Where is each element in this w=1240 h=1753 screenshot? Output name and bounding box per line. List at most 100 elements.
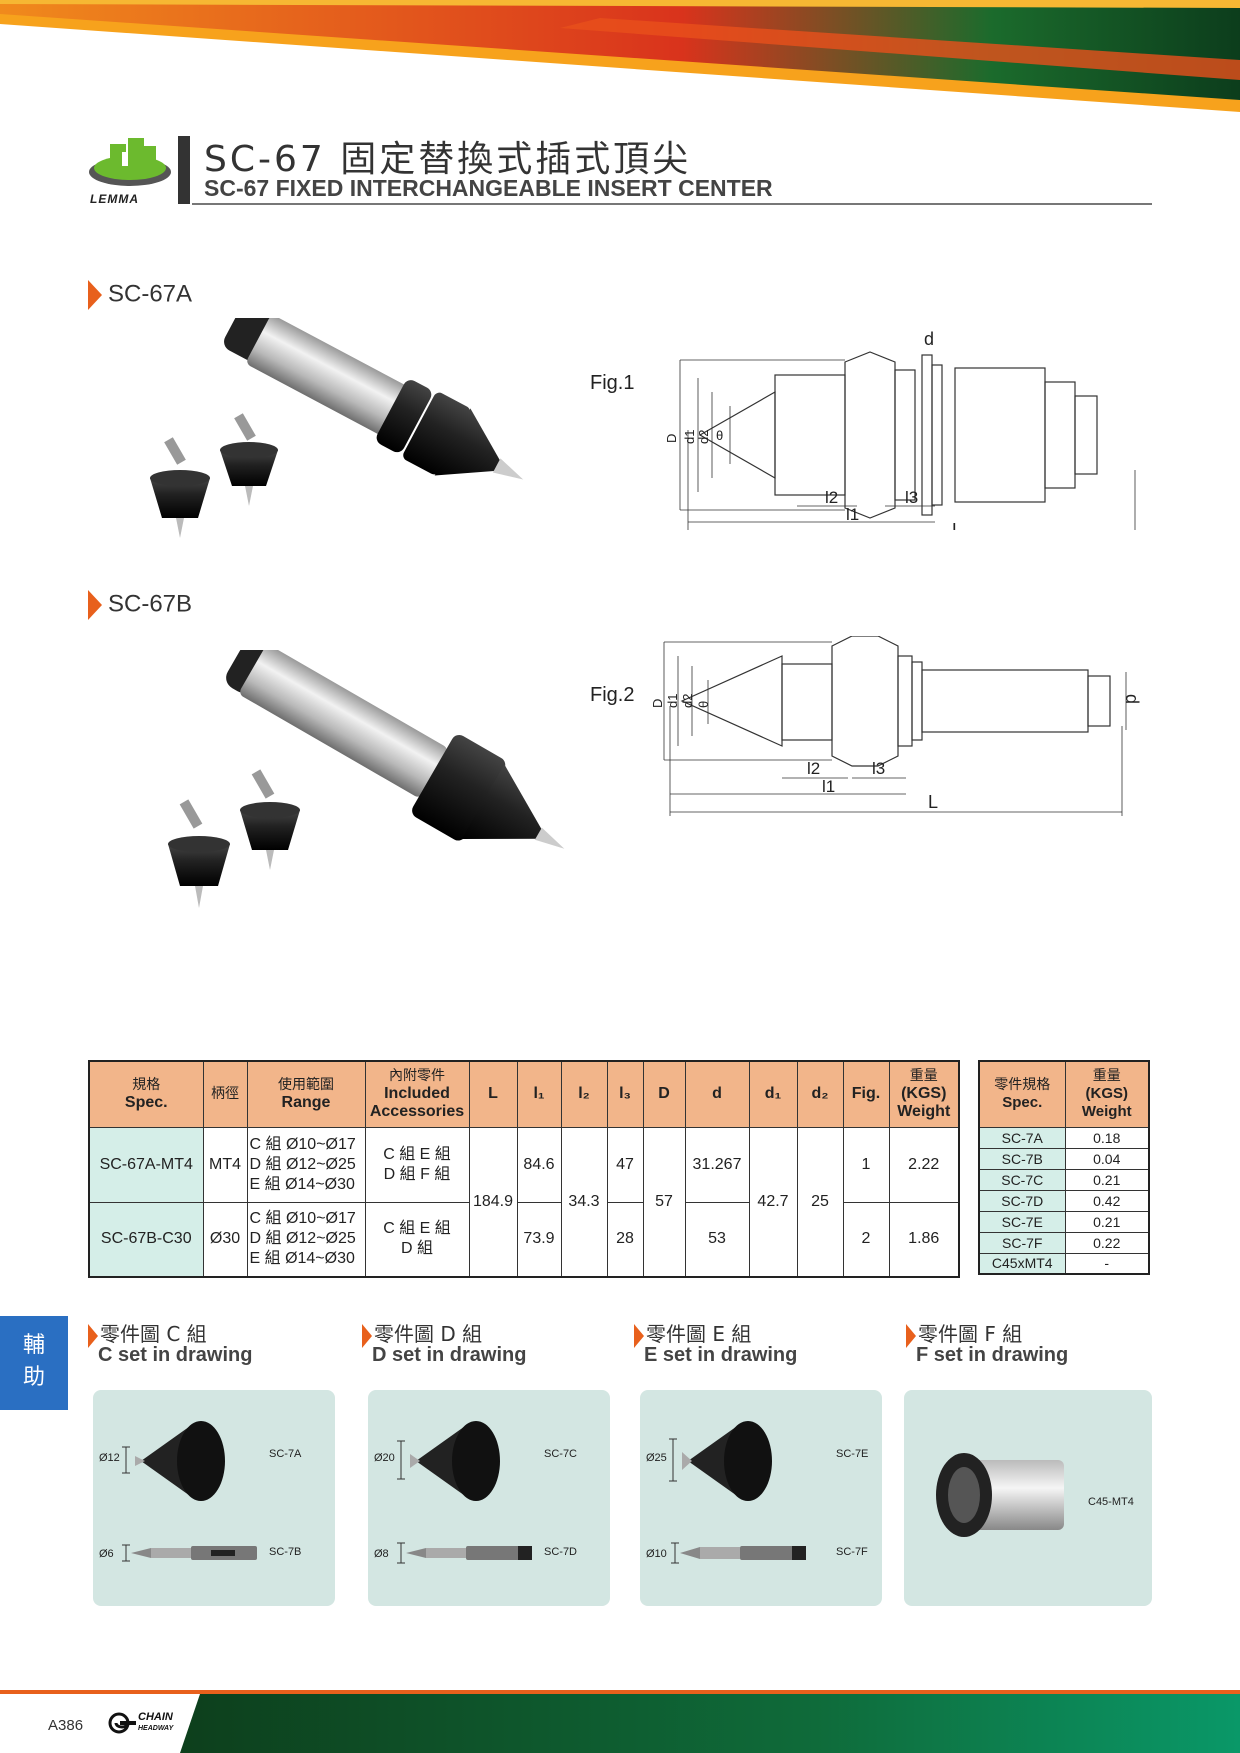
th-d: d (684, 1060, 750, 1128)
lemma-logo (89, 138, 171, 186)
sc-67a-product-photo (150, 318, 524, 538)
fig2-dim-l2: l2 (807, 759, 820, 778)
set-heading-f: 零件圖 F 組 F set in drawing (906, 1318, 1068, 1367)
panel-tag-bottom: SC-7D (544, 1546, 578, 1558)
set-heading-c: 零件圖 C 組 C set in drawing (88, 1318, 252, 1367)
insert-cone-icon (682, 1421, 772, 1501)
fig1-dim-D: D (664, 434, 679, 443)
cell-L: 184.9 (468, 1126, 518, 1278)
fig1-dim-d: d (924, 330, 934, 349)
set-panel-c: Ø12 SC-7A Ø6 SC-7B (93, 1390, 335, 1606)
section-arrow-icon (906, 1323, 916, 1348)
fig1-dim-L: L (952, 520, 962, 530)
insert-cone-icon (135, 1421, 225, 1501)
th-d2: d₂ (796, 1060, 844, 1128)
th-shank: 柄徑 (202, 1060, 248, 1128)
cell-d: 53 (684, 1201, 750, 1278)
th-d1: d₁ (748, 1060, 798, 1128)
th-L: L (468, 1060, 518, 1128)
section-arrow-icon (88, 590, 102, 620)
th-l2: l₂ (560, 1060, 608, 1128)
panel-dim-top: Ø12 (99, 1452, 120, 1464)
cell-spec: SC-67B-C30 (88, 1201, 204, 1278)
cell-fig: 1 (842, 1126, 890, 1203)
panel-tag-top: SC-7E (836, 1448, 869, 1460)
set-heading-d: 零件圖 D 組 D set in drawing (362, 1318, 526, 1367)
cell-spec: SC-67A-MT4 (88, 1126, 204, 1203)
sc-67b-product-photo (168, 650, 565, 908)
top-decorative-band (0, 0, 1240, 112)
th-D: D (642, 1060, 686, 1128)
cell-D: 57 (642, 1126, 686, 1278)
cell-weight: 2.22 (888, 1126, 960, 1203)
set-heading-e: 零件圖 E 組 E set in drawing (634, 1318, 797, 1367)
page-title-en: SC-67 FIXED INTERCHANGEABLE INSERT CENTE… (204, 175, 773, 201)
page-title-zh: SC-67 固定替換式插式頂尖 (204, 139, 692, 180)
panel-dim-bottom: Ø6 (99, 1548, 114, 1560)
fig2-dim-L: L (928, 792, 938, 812)
side-category-tab[interactable]: 輔助 (0, 1316, 68, 1410)
fig2-technical-drawing: D d1 d2 θ d l2 l3 l1 L (652, 636, 1142, 816)
panel-tag-bottom: SC-7F (836, 1546, 868, 1558)
dim-marker-icon (671, 1542, 679, 1564)
fig1-dim-l2: l2 (825, 488, 838, 507)
section-label-a: SC-67A (88, 280, 192, 310)
fig1-dim-d1: d1 (682, 430, 697, 444)
cell-l3: 47 (606, 1126, 644, 1203)
fig2-dim-d1: d1 (665, 694, 680, 708)
logo-text: LEMMA (90, 192, 139, 206)
section-arrow-icon (634, 1323, 644, 1348)
set-panel-e: Ø25 SC-7E Ø10 SC-7F (640, 1390, 882, 1606)
fig1-technical-drawing: d D d1 d2 θ l2 l3 l1 L (664, 330, 1136, 530)
insert-pin-icon (406, 1546, 532, 1560)
cell-shank: MT4 (202, 1126, 248, 1203)
title-bar (178, 136, 190, 204)
dim-marker-icon (669, 1438, 677, 1482)
fig1-dim-l1: l1 (846, 505, 859, 524)
cell-d: 31.267 (684, 1126, 750, 1203)
section-arrow-icon (88, 280, 102, 310)
dim-marker-icon (397, 1542, 405, 1564)
th-fig: Fig. (842, 1060, 890, 1128)
cell-weight: 1.86 (888, 1201, 960, 1278)
cell-l1: 84.6 (516, 1126, 562, 1203)
cell-l3: 28 (606, 1201, 644, 1278)
panel-dim-bottom: Ø10 (646, 1548, 667, 1560)
cell-d1: 42.7 (748, 1126, 798, 1278)
panel-tag-top: SC-7A (269, 1448, 302, 1460)
fig2-dim-l3: l3 (872, 759, 885, 778)
insert-pin-icon (131, 1546, 257, 1560)
panel-dim-top: Ø25 (646, 1452, 667, 1464)
dim-marker-icon (122, 1446, 130, 1474)
section-arrow-icon (362, 1323, 372, 1348)
dim-marker-icon (397, 1440, 405, 1480)
title-rule (192, 203, 1152, 205)
dim-marker-icon (122, 1544, 130, 1562)
fig2-dim-D: D (652, 699, 665, 708)
cell-d2: 25 (796, 1126, 844, 1278)
fig2-dim-d: d (1122, 694, 1142, 704)
th-l3: l₃ (606, 1060, 644, 1128)
cell-shank: Ø30 (202, 1201, 248, 1278)
panel-dim-bottom: Ø8 (374, 1548, 389, 1560)
insert-pin-icon (680, 1546, 806, 1560)
panel-tag-bottom: SC-7B (269, 1546, 302, 1558)
panel-tag-top: SC-7C (544, 1448, 578, 1460)
chain-headway-logo (108, 1712, 136, 1734)
